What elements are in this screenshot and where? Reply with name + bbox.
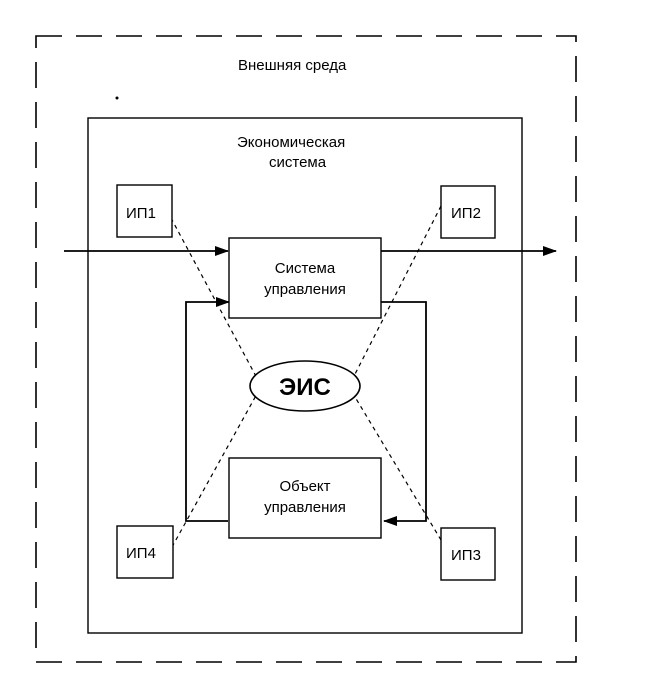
flow-lines [64, 246, 557, 526]
link-ip2-eis [351, 205, 442, 381]
ip2-label: ИП2 [451, 205, 481, 222]
economic-system-label-line2: система [269, 154, 327, 171]
link-ip1-eis [170, 217, 259, 381]
ip3-label: ИП3 [451, 547, 481, 564]
stray-dot [115, 96, 119, 100]
ip3-box [440, 527, 496, 581]
feedback-path [185, 297, 230, 522]
ip4-label: ИП4 [126, 545, 156, 562]
economic-system-box [87, 117, 523, 634]
control-system-label-line1: Система [275, 260, 336, 277]
ip1-box [116, 184, 173, 238]
controlled-object-box [228, 457, 382, 539]
link-ip4-eis [171, 391, 259, 548]
information-links [170, 205, 442, 548]
eis-label: ЭИС [279, 374, 331, 401]
control-system-box [228, 237, 382, 319]
economic-system-label-line1: Экономическая [237, 134, 345, 151]
ip2-box [440, 185, 496, 239]
control-system-label-line2: управления [264, 281, 346, 298]
eis-ellipse [249, 360, 361, 412]
environment-label: Внешняя среда [238, 57, 347, 74]
controlled-object-label-line2: управления [264, 499, 346, 516]
controlled-object-label-line1: Объект [279, 478, 330, 495]
control-path [381, 301, 427, 526]
ip4-box [116, 525, 174, 579]
environment-boundary [35, 35, 577, 663]
ip1-label: ИП1 [126, 205, 156, 222]
